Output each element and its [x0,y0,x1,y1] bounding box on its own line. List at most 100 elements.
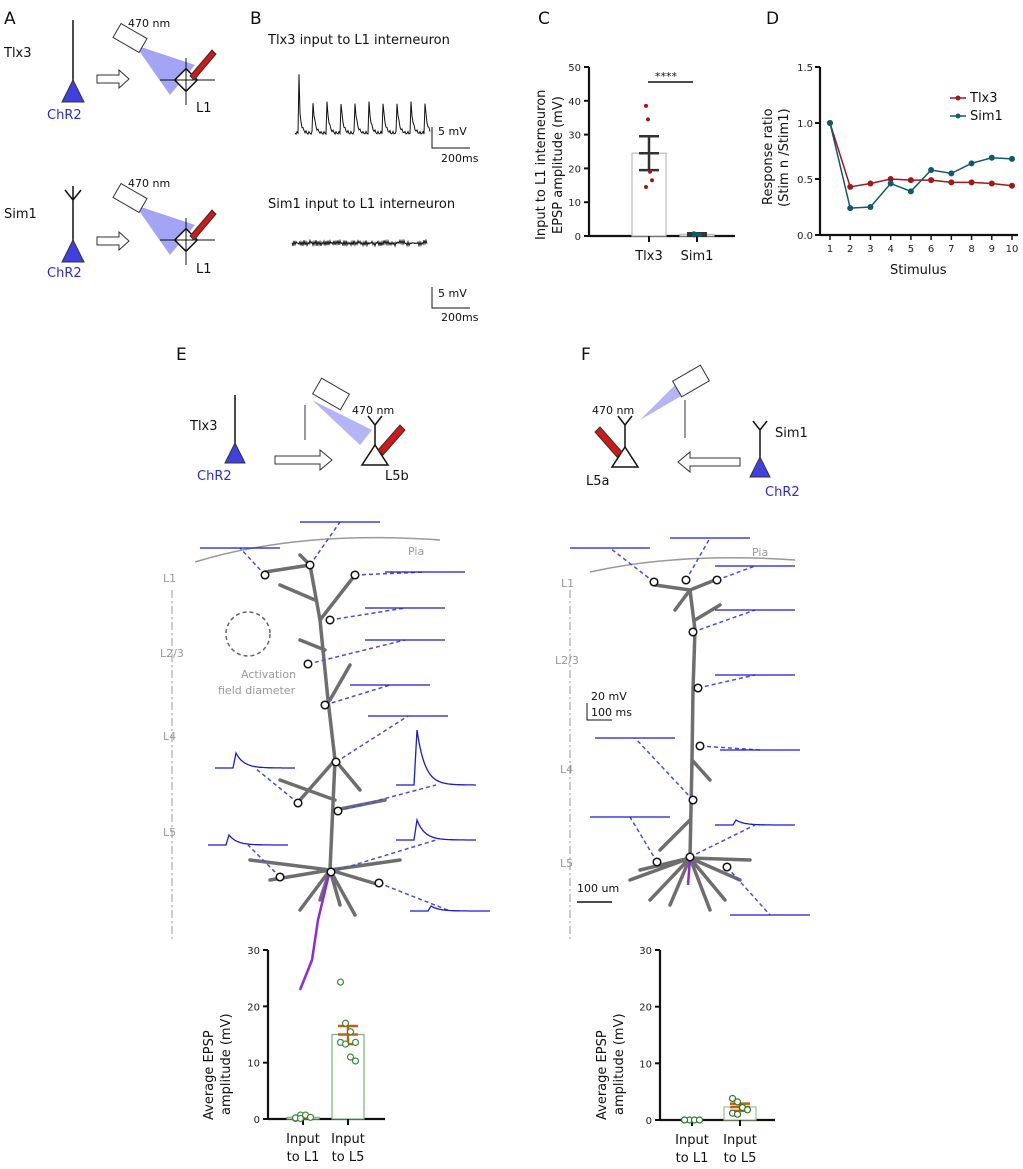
pipette-icon [378,425,405,455]
pia-label: Pia [408,545,424,558]
data-point [650,178,654,182]
x-tick-label: Tlx3 [634,249,663,264]
layer-label: L1 [196,262,212,277]
y-axis-label-1: Input to L1 interneuron [534,90,549,240]
panel-f-morphology: Pia L1 L2/3 L4 L5 20 mV 100 ms 100 um [555,546,795,940]
panel-letter-c: C [538,9,550,29]
y-tick-label: 20 [568,164,581,175]
x-tick-label: 10 [1006,244,1019,255]
recording-site [306,561,314,569]
y-axis-label-1: Average EPSP [202,1030,217,1120]
connector-line [698,675,755,688]
layer-label-l23: L2/3 [555,654,579,667]
cell-label: Tlx3 [3,46,32,61]
data-point [908,188,914,194]
pia-line [195,538,440,562]
recording-site [294,799,302,807]
pipette-icon [595,427,622,457]
x-tick-label: Input [286,1132,320,1147]
panel-letter-b: B [250,9,262,29]
panel-letter-a: A [4,9,16,29]
trace-title-tlx3: Tlx3 input to L1 interneuron [267,33,450,48]
data-point [847,184,853,190]
pia-label: Pia [752,546,768,559]
layer-label-l5: L5 [560,857,573,870]
neuron-icon [62,240,84,262]
data-point [745,1107,751,1113]
scale-time: 200ms [441,311,479,324]
y-tick-label: 20 [639,1003,652,1014]
activation-field-circle [226,612,270,656]
y-tick-label: 30 [247,946,260,957]
recording-site [321,701,329,709]
y-tick-label: 10 [639,1059,652,1070]
scale-time: 100 ms [591,706,632,719]
y-tick-label: 30 [639,946,652,957]
connector-line [310,522,340,565]
connector-line [630,817,657,862]
data-point [648,170,652,174]
data-point [867,204,873,210]
data-point [353,1039,359,1045]
data-point [298,1115,304,1121]
data-point [969,179,975,185]
panel-b: Tlx3 input to L1 interneuron 5 mV 200ms … [267,33,479,324]
x-tick-label: 7 [948,244,954,255]
data-point [644,104,648,108]
connector-line [717,566,755,580]
opsin-label: ChR2 [197,469,232,484]
recording-site [351,571,359,579]
panel-e-schematic: Tlx3 ChR2 470 nm L5b [189,378,409,484]
panel-e-morphology: Pia L1 L2/3 L4 L5 Activation field diame… [160,538,440,990]
connector-line [635,738,693,800]
data-point [1009,183,1015,189]
x-tick-label: 2 [847,244,853,255]
legend-marker [956,114,961,119]
x-tick-label: 9 [989,244,995,255]
y-tick-label: 10 [568,198,581,209]
data-point [908,177,914,183]
panel-letter-d: D [766,9,779,29]
recording-site [334,807,342,815]
opsin-label: ChR2 [47,108,82,123]
legend-label: Tlx3 [969,91,998,106]
x-tick-label: to L1 [676,1151,709,1166]
epsp-trace [715,820,795,825]
activation-label-1: Activation [241,668,296,681]
chart-e: Average EPSP amplitude (mV) 0102030Input… [202,946,385,1165]
recording-site [327,868,335,876]
data-point [847,205,853,211]
arrow-icon [97,232,129,250]
series-line-tlx3 [830,123,1012,187]
layer-label-l1: L1 [163,572,176,585]
neuron-icon [750,457,770,477]
y-axis-label-2: EPSP amplitude (mV) [551,96,566,234]
scale-voltage: 5 mV [438,287,467,300]
y-axis-label-2: (Stim n /Stim1) [777,108,792,207]
x-tick-label: to L5 [724,1151,757,1166]
scale-voltage: 20 mV [591,690,627,703]
recording-site [686,853,694,861]
y-axis-label-2: amplitude (mV) [219,1013,234,1115]
recording-sites [200,522,810,915]
panel-letter-f: F [581,345,591,365]
panel-f-schematic: 470 nm L5a Sim1 ChR2 [586,365,808,500]
x-tick-label: 4 [887,244,893,255]
layer-label-l4: L4 [560,763,573,776]
x-tick-label: to L1 [287,1150,320,1165]
cell-label: Sim1 [4,207,37,222]
y-tick-label: 0 [646,1116,652,1127]
data-point [827,120,833,126]
y-tick-label: 40 [568,97,581,108]
y-tick-label: 20 [247,1002,260,1013]
data-point [698,233,702,237]
data-point [348,1029,354,1035]
epsp-trace [215,753,295,768]
data-point [928,167,934,173]
y-tick-label: 30 [568,131,581,142]
layer-label: L1 [196,101,212,116]
data-point [928,177,934,183]
data-point [308,1114,314,1120]
recording-site [261,571,269,579]
y-axis-label-2: amplitude (mV) [612,1013,627,1115]
